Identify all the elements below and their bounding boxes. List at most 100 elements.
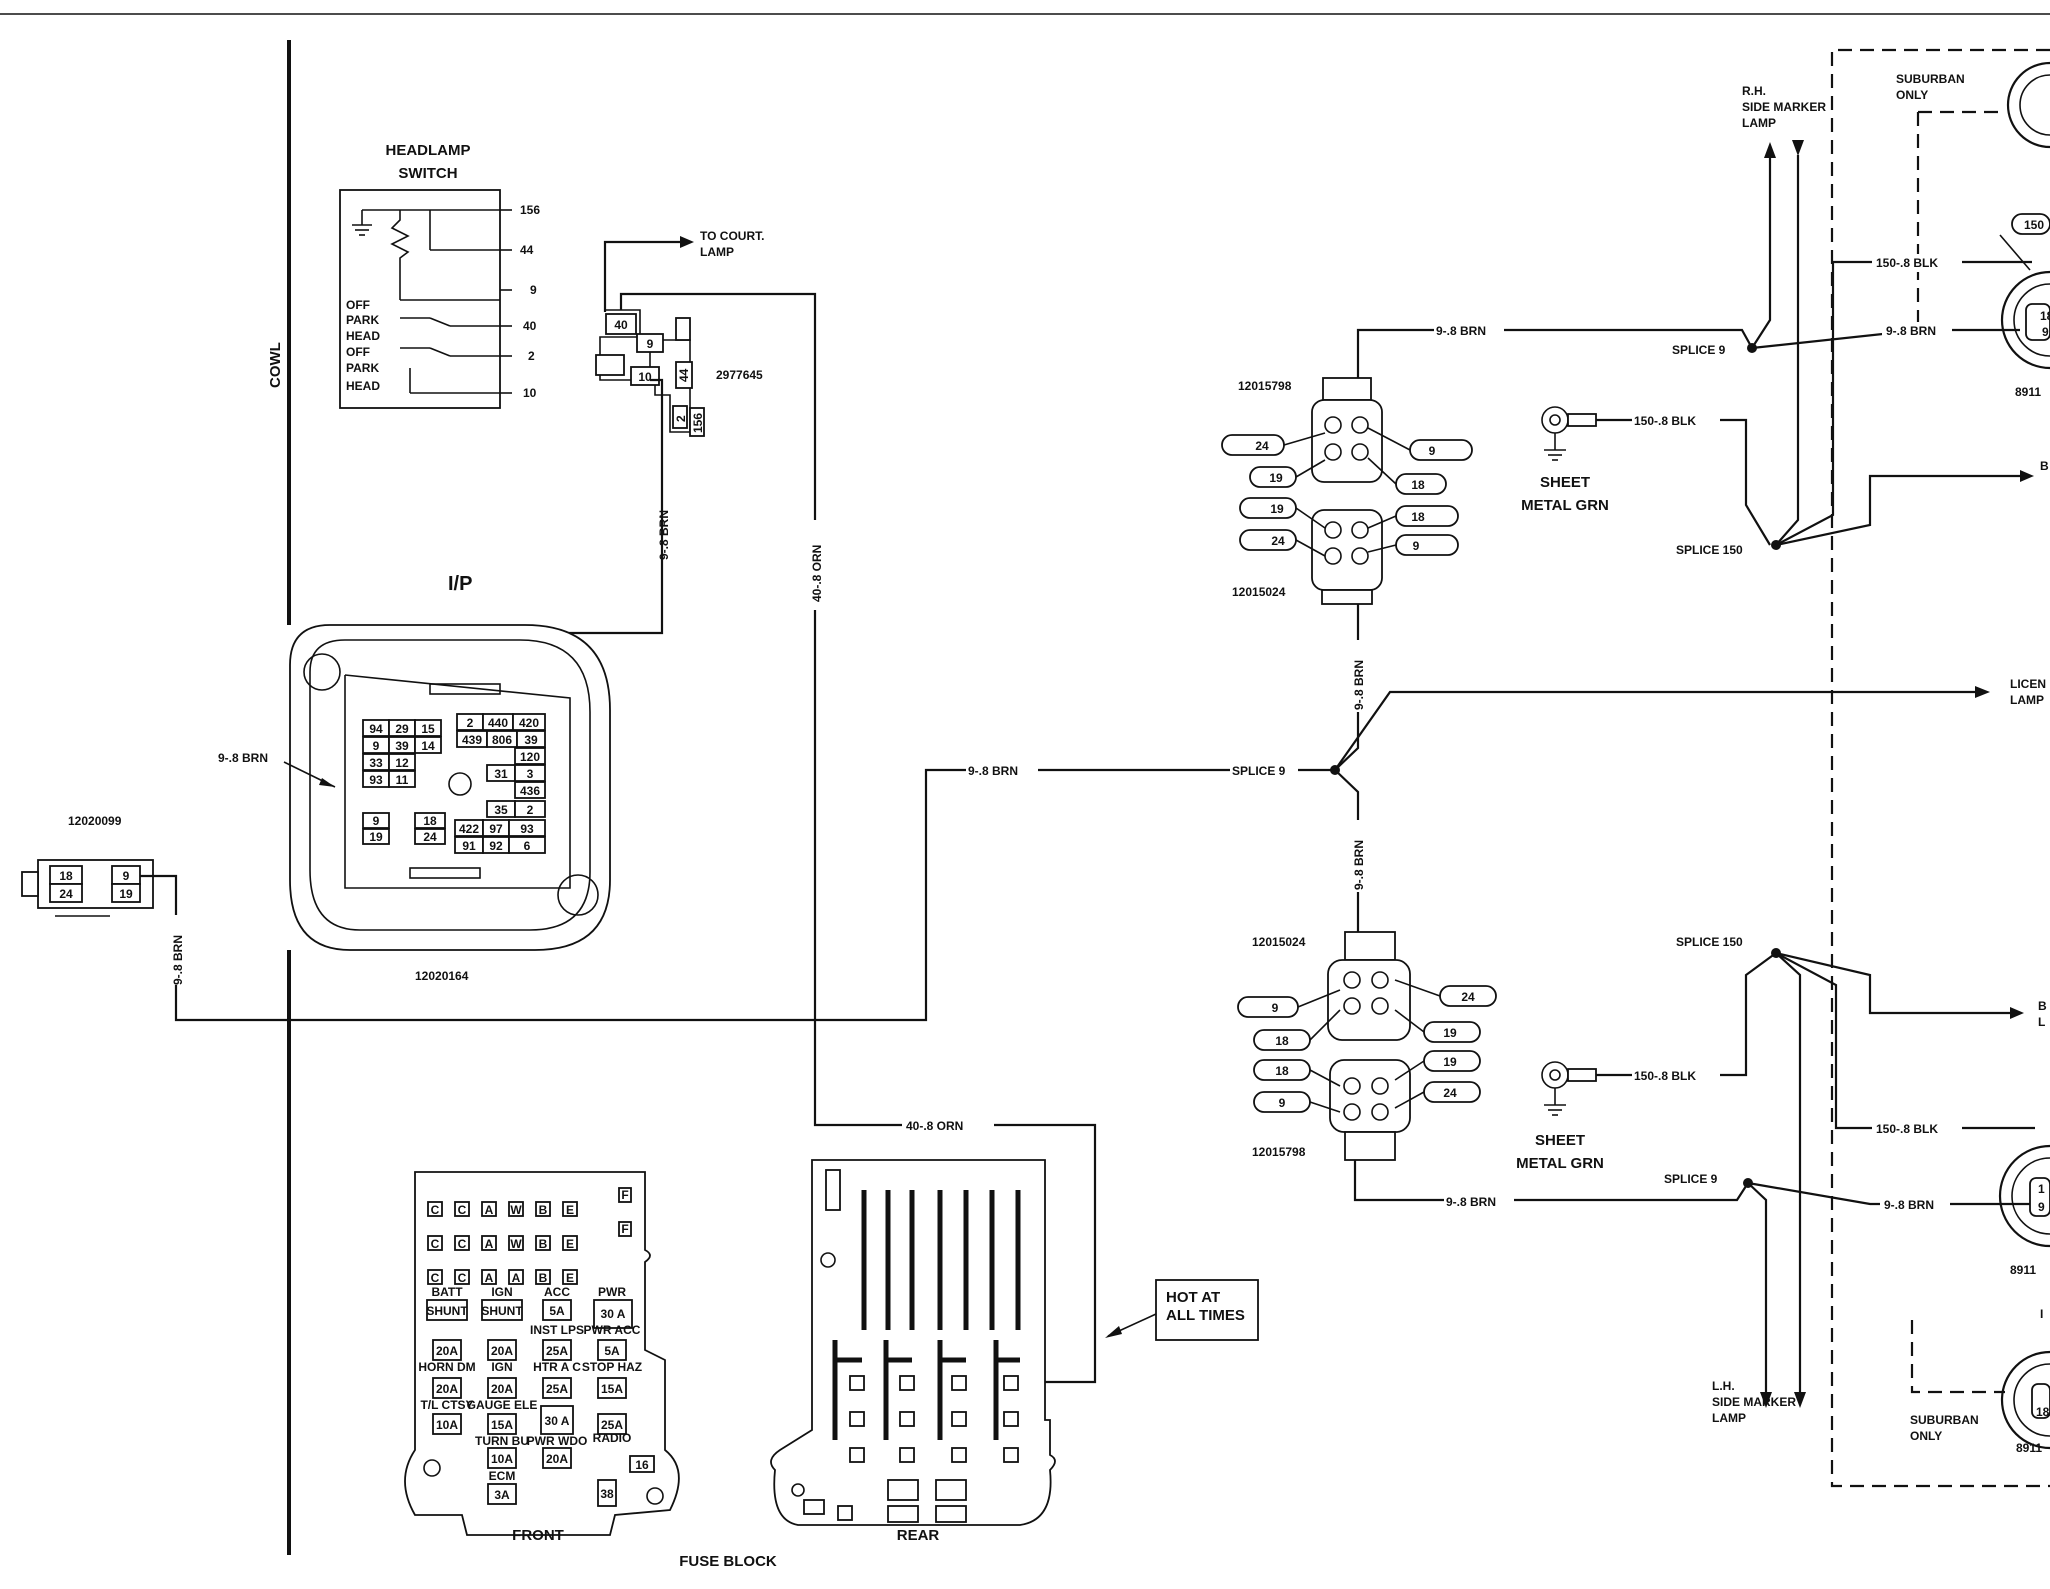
fuse-val: 5A (549, 1304, 565, 1318)
bh-cell: 436 (520, 784, 540, 798)
tag: 18 (1411, 510, 1425, 524)
upper-top-part: 12015798 (1238, 379, 1292, 393)
wire-label-blk-lower-gnd: 150-.8 BLK (1634, 1069, 1696, 1083)
fb-cell: E (566, 1203, 574, 1217)
hs-pos-off-2: OFF (346, 345, 370, 359)
fuse-val: 25A (546, 1344, 568, 1358)
license-lamp-label: LICEN (2010, 677, 2046, 691)
tag: 24 (1461, 990, 1475, 1004)
fb-cell: C (458, 1237, 467, 1251)
fuse-val: 20A (491, 1382, 513, 1396)
hot-label-2: ALL TIMES (1166, 1307, 1245, 1324)
bulkhead-part-number: 12020164 (415, 969, 469, 983)
fb-cell: W (510, 1203, 522, 1217)
fb-cell: C (431, 1237, 440, 1251)
ground-upper-label-2: METAL GRN (1521, 497, 1609, 514)
fb-cell: A (485, 1271, 494, 1285)
fb-cell: C (458, 1271, 467, 1285)
fuse-val: 20A (546, 1452, 568, 1466)
bh-cell: 31 (494, 767, 508, 781)
lc-cell-19: 19 (119, 887, 133, 901)
lower-splice150-label: SPLICE 150 (1676, 935, 1743, 949)
fuse-block-title: FUSE BLOCK (679, 1553, 777, 1570)
wire-label-brn-switch: 9-.8 BRN (657, 510, 671, 560)
wire-label-blk-upper-lamp: 150-.8 BLK (1876, 256, 1938, 270)
sc-cell-156: 156 (691, 413, 705, 433)
wire-switch-to-bulkhead (338, 378, 664, 640)
fuse-val: 30 A (545, 1414, 570, 1428)
fuse-front-label: FRONT (512, 1527, 564, 1544)
license-lamp-label-2: LAMP (2010, 693, 2044, 707)
fuse-top: GAUGE ELE (467, 1398, 538, 1412)
fuse-top: TURN BU (475, 1434, 529, 1448)
fuse-val: 20A (436, 1382, 458, 1396)
tag: 19 (1443, 1026, 1457, 1040)
bh-cell: 19 (369, 830, 383, 844)
bh-cell: 9 (373, 739, 380, 753)
hot-label: HOT AT (1166, 1289, 1220, 1306)
switch-connector: 40 9 10 44 2 156 2977645 TO COURT. LAMP (595, 229, 764, 437)
wire-label-blk-upper-gnd: 150-.8 BLK (1634, 414, 1696, 428)
fuse-top: PWR (598, 1285, 626, 1299)
fuse-top: IGN (491, 1360, 512, 1374)
wire-label-brn-upper-conn: 9-.8 BRN (1436, 324, 1486, 338)
bh-cell: 93 (520, 822, 534, 836)
bh-cell: 440 (488, 716, 508, 730)
fuse-val: 3A (494, 1488, 510, 1502)
fuse-top: HORN DM (418, 1360, 475, 1374)
fb-cell: C (431, 1271, 440, 1285)
right-upper-section: R.H. SIDE MARKER LAMP SUBURBAN ONLY 18 9… (1672, 48, 2050, 1488)
upper-ground: SHEET METAL GRN (1521, 406, 1609, 514)
headlamp-switch-title-2: SWITCH (398, 165, 457, 182)
bh-cell: 29 (395, 722, 409, 736)
bh-cell: 12 (395, 756, 409, 770)
bh-cell: 93 (369, 773, 383, 787)
fb-cell: E (566, 1237, 574, 1251)
lower-splice9-label: SPLICE 9 (1664, 1172, 1718, 1186)
fuse-rear-label: REAR (897, 1527, 940, 1544)
lh-lamp-part: 8911 (2010, 1263, 2036, 1277)
bh-cell: 422 (459, 822, 479, 836)
center-splice-label: SPLICE 9 (1232, 764, 1286, 778)
ground-lower-label-2: METAL GRN (1516, 1155, 1604, 1172)
front-fuses: BATT SHUNT IGN SHUNT ACC 5A PWR 30 A HOR… (418, 1285, 642, 1505)
suburban-label: SUBURBAN (1896, 72, 1965, 86)
suburban-lower-label: SUBURBAN (1910, 1413, 1979, 1427)
rh-marker-label: R.H. (1742, 84, 1766, 98)
rear-bus-bars (832, 1190, 1021, 1440)
fb-side: F (621, 1188, 628, 1202)
upper-connector-pair: 12015798 12015024 24 19 19 24 9 18 18 9 (1221, 377, 1473, 605)
front-fuse-grid: C C A W B E C C A W B E C C A A B E F F … (427, 1187, 655, 1507)
bh-cell: 11 (396, 773, 409, 787)
bh-cell: 33 (369, 756, 383, 770)
right-lower-section: SPLICE 150 B L 150-.8 BLK SPLICE 9 9-.8 … (1664, 935, 2050, 1455)
ip-label: I/P (448, 573, 472, 595)
ground-lower-label: SHEET (1535, 1132, 1585, 1149)
fb-side: 38 (600, 1487, 614, 1501)
fuse-val: 25A (546, 1382, 568, 1396)
bulkhead-wire-label: 9-.8 BRN (218, 751, 268, 765)
bh-cell: 97 (489, 822, 503, 836)
rh-lamp-pin-9: 9 (2042, 325, 2049, 339)
wire-label-brn-lower-conn: 9-.8 BRN (1446, 1195, 1496, 1209)
bh-cell: 6 (524, 839, 531, 853)
hs-pos-off: OFF (346, 298, 370, 312)
wire-upper-conn-to-splice9 (1356, 328, 1753, 378)
hs-pos-head: HEAD (346, 329, 380, 343)
fuse-top: ECM (489, 1469, 516, 1483)
bh-cell: 2 (467, 716, 474, 730)
lc-cell-18: 18 (59, 869, 73, 883)
sc-cell-10: 10 (638, 370, 652, 384)
bh-cell: 2 (527, 803, 534, 817)
fuse-val: 25A (601, 1418, 623, 1432)
tag: 9 (1429, 444, 1436, 458)
wire-upper-ground (1596, 418, 1771, 546)
tag: 24 (1443, 1086, 1457, 1100)
tag: 19 (1269, 471, 1283, 485)
lower-bottom-part: 12015798 (1252, 1145, 1306, 1159)
fb-cell: A (512, 1271, 521, 1285)
fuse-top: STOP HAZ (582, 1360, 642, 1374)
fb-cell: A (485, 1203, 494, 1217)
to-courtesy-label-2: LAMP (700, 245, 734, 259)
